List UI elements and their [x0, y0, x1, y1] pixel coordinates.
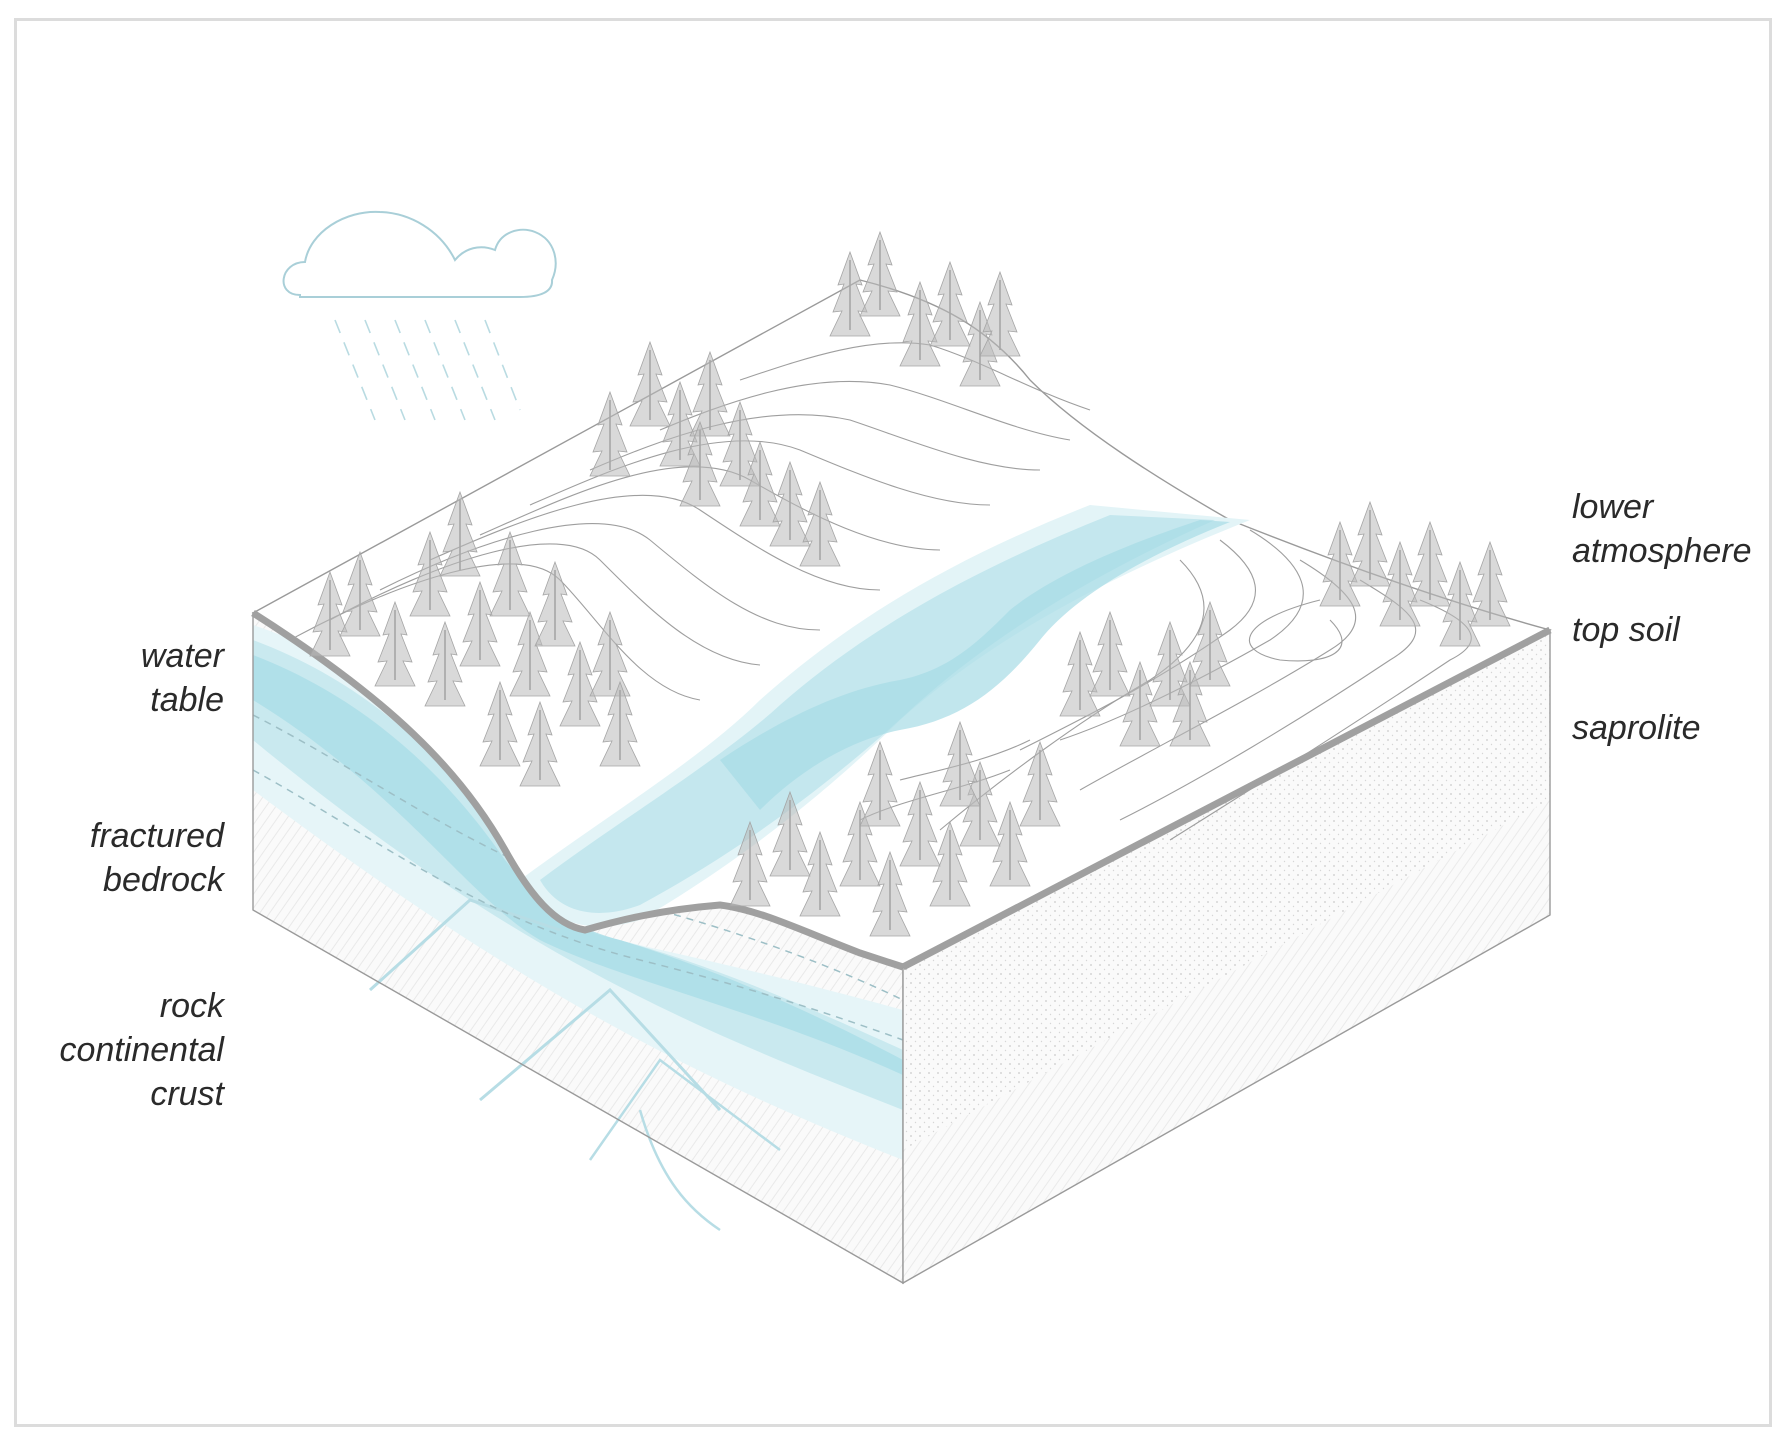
label-lower-atmosphere: lower atmosphere — [1572, 488, 1752, 570]
left-cross-section — [252, 611, 904, 1285]
cloud-icon — [282, 210, 557, 298]
label-water-table: water table — [140, 637, 224, 719]
rain-icon — [334, 319, 521, 421]
label-saprolite: saprolite — [1572, 709, 1701, 747]
terrain-surface — [251, 279, 1552, 971]
right-cross-section — [902, 628, 1551, 1285]
label-top-soil: top soil — [1572, 611, 1680, 649]
label-fractured-bedrock: fractured bedrock — [89, 817, 224, 899]
label-rock-continental-crust: rock continental crust — [59, 987, 224, 1113]
